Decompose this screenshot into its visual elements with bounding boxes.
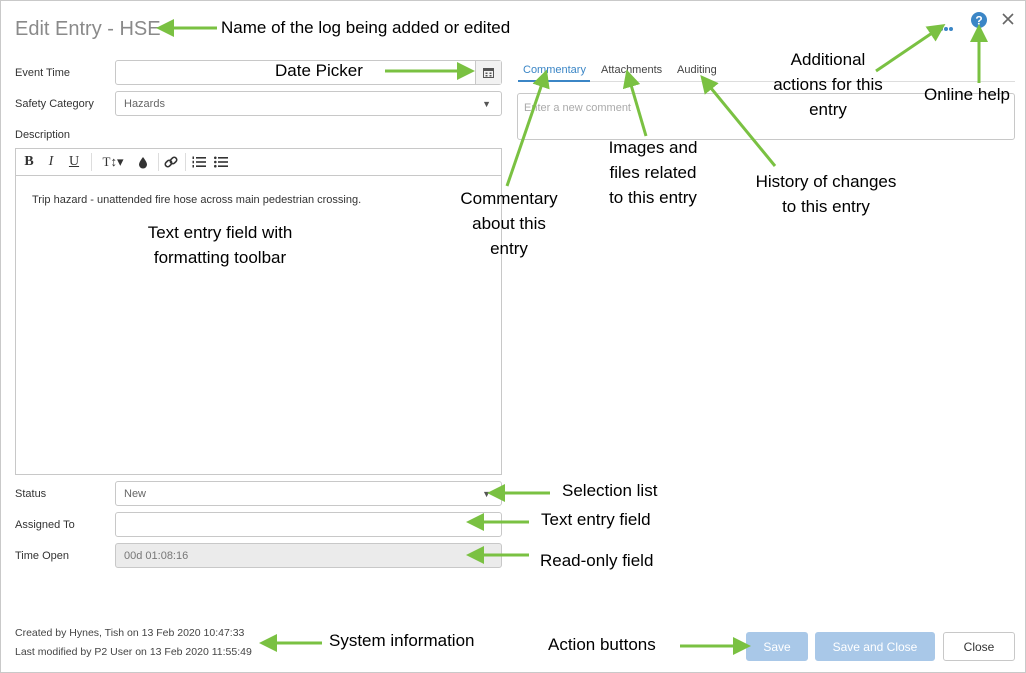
close-button[interactable]: Close <box>943 632 1015 661</box>
italic-icon[interactable]: I <box>48 154 54 169</box>
annotation-additional-actions: Additional actions for this entry <box>773 50 883 119</box>
toolbar-divider <box>91 153 92 171</box>
comment-placeholder: Enter a new comment <box>524 102 631 114</box>
status-label: Status <box>15 488 47 500</box>
status-select[interactable]: New ▼ <box>115 481 502 506</box>
assigned-to-field[interactable] <box>115 512 502 537</box>
underline-icon[interactable]: U <box>68 154 80 169</box>
color-drop-icon[interactable] <box>134 152 152 172</box>
annotation-commentary: Commentary about this entry <box>460 189 558 258</box>
annotation-system-information: System information <box>329 631 475 650</box>
time-open-label: Time Open <box>15 550 70 562</box>
save-button[interactable]: Save <box>746 632 808 661</box>
event-time-label: Event Time <box>15 67 71 79</box>
bold-icon[interactable]: B <box>24 154 34 169</box>
time-open-field: 00d 01:08:16 <box>115 543 502 568</box>
dialog-title: Edit Entry - HSE <box>15 18 161 40</box>
save-and-close-button[interactable]: Save and Close <box>815 632 935 661</box>
safety-category-label: Safety Category <box>15 98 94 110</box>
help-icon[interactable]: ? <box>971 12 987 28</box>
toolbar-divider <box>185 153 186 171</box>
more-actions-icon[interactable] <box>938 20 954 31</box>
formatting-toolbar: B I U T↕▾ <box>16 149 501 176</box>
numbered-list-icon[interactable] <box>190 152 208 172</box>
annotation-text-entry-toolbar: Text entry field with formatting toolbar <box>147 223 293 267</box>
description-label: Description <box>15 129 71 141</box>
created-info: Created by Hynes, Tish on 13 Feb 2020 10… <box>15 627 245 639</box>
description-editor[interactable]: B I U T↕▾ Trip hazard - unattended fire … <box>15 148 502 475</box>
annotation-attachments: Images and files related to this entry <box>608 138 698 207</box>
bullet-list-icon[interactable] <box>212 152 230 172</box>
modified-info: Last modified by P2 User on 13 Feb 2020 … <box>15 646 252 658</box>
event-time-field[interactable] <box>115 60 502 85</box>
annotation-online-help: Online help <box>924 85 1011 104</box>
link-icon[interactable] <box>162 152 180 172</box>
annotation-action-buttons: Action buttons <box>548 635 656 654</box>
annotation-text-entry-field: Text entry field <box>541 510 651 529</box>
calendar-icon[interactable] <box>475 61 501 84</box>
toolbar-divider <box>158 153 159 171</box>
annotation-selection-list: Selection list <box>562 481 658 500</box>
active-tab-indicator <box>518 80 590 82</box>
annotation-auditing: History of changes to this entry <box>755 172 897 216</box>
svg-text:?: ? <box>975 14 982 28</box>
chevron-down-icon: ▼ <box>482 488 491 499</box>
assigned-to-label: Assigned To <box>15 519 75 531</box>
tab-commentary[interactable]: Commentary <box>523 64 586 76</box>
safety-category-value: Hazards <box>124 97 165 110</box>
tab-attachments[interactable]: Attachments <box>601 64 663 76</box>
chevron-down-icon: ▼ <box>482 98 491 109</box>
description-text: Trip hazard - unattended fire hose acros… <box>32 194 362 206</box>
close-icon[interactable] <box>1001 12 1015 26</box>
text-size-icon[interactable]: T↕▾ <box>102 154 124 169</box>
annotation-date-picker: Date Picker <box>275 61 363 80</box>
annotation-log-name: Name of the log being added or edited <box>221 18 511 37</box>
time-open-value: 00d 01:08:16 <box>124 549 189 562</box>
status-value: New <box>124 487 147 500</box>
tab-auditing[interactable]: Auditing <box>677 64 717 76</box>
annotation-read-only-field: Read-only field <box>540 551 654 570</box>
safety-category-select[interactable]: Hazards ▼ <box>115 91 502 116</box>
